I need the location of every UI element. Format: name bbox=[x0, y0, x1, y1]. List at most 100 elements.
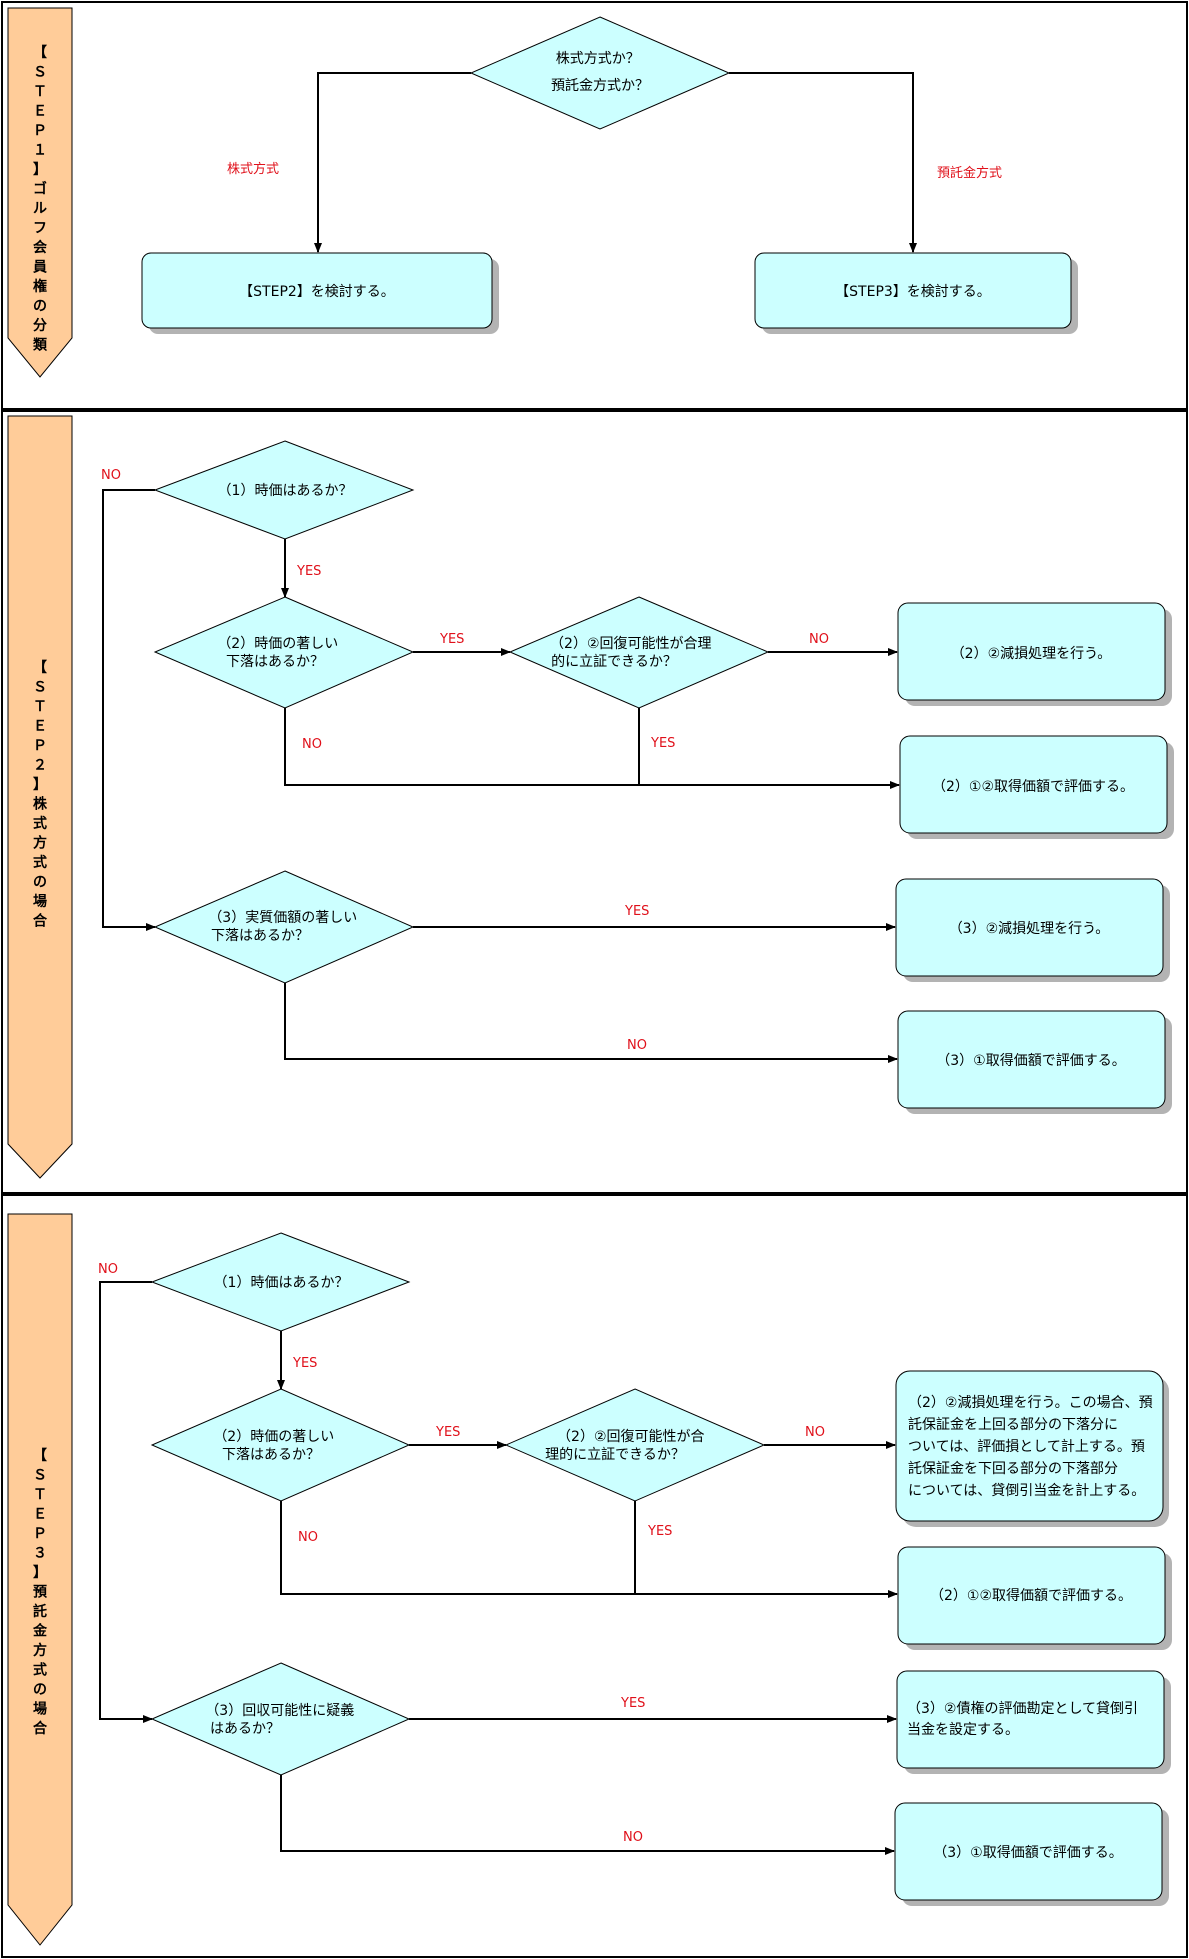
step2-decision-3 bbox=[508, 596, 770, 709]
step3-label-no-2: NO bbox=[805, 1425, 825, 1440]
step1-title-char: ゴ bbox=[33, 181, 47, 198]
step3-label-yes-1: YES bbox=[292, 1356, 317, 1371]
step3-panel bbox=[1, 1194, 1188, 1958]
step2-box-2 bbox=[899, 735, 1168, 834]
step2-label-no-3: NO bbox=[302, 737, 322, 752]
step3-title-char: Ｔ bbox=[33, 1487, 47, 1503]
step2-label-yes-1: YES bbox=[296, 564, 321, 579]
step2-box-1-text: （2）②減損処理を行う。 bbox=[951, 645, 1112, 662]
step3-label-no-1: NO bbox=[98, 1262, 118, 1277]
step1-decision bbox=[469, 16, 731, 130]
step3-label-yes-4: YES bbox=[620, 1696, 645, 1711]
step3-decision-4 bbox=[150, 1662, 411, 1776]
step2-title-char: Ｓ bbox=[33, 680, 47, 696]
step2-title-char: の bbox=[33, 875, 47, 891]
step1-title-char: １ bbox=[33, 143, 47, 159]
step2-decision-2 bbox=[153, 596, 415, 709]
step3-title-char: 】 bbox=[33, 1565, 47, 1581]
step3-decision-1-text: （1）時価はあるか？ bbox=[214, 1275, 349, 1291]
step2-title-char: 式 bbox=[33, 854, 47, 871]
step2-decision-1 bbox=[153, 440, 415, 540]
step1-label-right: 預託金方式 bbox=[937, 165, 1002, 181]
step1-connectors bbox=[314, 72, 917, 253]
step2-decision-4-text: （3）実質価額の著しい 下落はあるか？ bbox=[208, 910, 361, 944]
step3-box-4-text: （3）①取得価額で評価する。 bbox=[933, 1844, 1122, 1861]
step1-title-char: Ｔ bbox=[33, 84, 47, 100]
step3-title-char: 預 bbox=[33, 1585, 48, 1601]
step3-box-3-text: （3）②債権の評価勘定として貸倒引 当金を設定する。 bbox=[907, 1700, 1143, 1738]
step1-title-char: 類 bbox=[32, 338, 48, 354]
step3-title-char: Ｓ bbox=[33, 1468, 47, 1484]
step1-label-left: 株式方式 bbox=[227, 161, 279, 177]
step1-panel bbox=[1, 1, 1188, 410]
step2-title-char: 式 bbox=[33, 815, 47, 832]
step2-box-4 bbox=[897, 1010, 1166, 1109]
step2-title-char: Ｅ bbox=[33, 719, 47, 735]
step3-connectors bbox=[99, 1281, 898, 1855]
step3-box-2-text: （2）①②取得価額で評価する。 bbox=[930, 1587, 1132, 1604]
step1-title-char: 【 bbox=[33, 45, 47, 61]
step3-decision-1 bbox=[150, 1232, 411, 1332]
step3-decision-2 bbox=[150, 1388, 411, 1502]
step3-title-char: 【 bbox=[33, 1448, 47, 1464]
step2-title-char: 【 bbox=[33, 660, 47, 676]
step1-box-left-text: 【STEP2】を検討する。 bbox=[239, 284, 395, 300]
step2-decision-1-text: （1）時価はあるか？ bbox=[218, 483, 353, 499]
step3-box-4 bbox=[894, 1802, 1163, 1901]
step2-label-yes-3: YES bbox=[650, 736, 675, 751]
step1-box-right bbox=[754, 252, 1072, 329]
step1-title-char: 分 bbox=[33, 318, 47, 334]
step3-banner bbox=[7, 1213, 73, 1946]
step1-box-right-text: 【STEP3】を検討する。 bbox=[835, 284, 991, 300]
step2-box-1 bbox=[897, 602, 1166, 701]
step3-title-char: 合 bbox=[33, 1720, 48, 1737]
step2-title-char: Ｔ bbox=[33, 699, 47, 715]
step1-title-char: 権 bbox=[33, 278, 47, 295]
step2-banner bbox=[7, 415, 73, 1179]
step3-label-yes-2: YES bbox=[435, 1425, 460, 1440]
step2-label-yes-4: YES bbox=[624, 904, 649, 919]
step2-title-char: 】 bbox=[33, 777, 47, 793]
step3-decision-4-text: （3）回収可能性に疑義 はあるか？ bbox=[205, 1702, 358, 1737]
step2-title-char: 方 bbox=[33, 835, 47, 852]
step1-title-char: ル bbox=[33, 201, 47, 217]
step2-label-no-2: NO bbox=[809, 632, 829, 647]
step1-title-char: 員 bbox=[32, 260, 47, 276]
step2-label-no-4: NO bbox=[627, 1038, 647, 1053]
step1-title-char: フ bbox=[33, 221, 47, 237]
step3-box-2 bbox=[897, 1546, 1166, 1645]
step3-title-char: 場 bbox=[33, 1701, 47, 1718]
step1-title-char: Ｐ bbox=[33, 123, 47, 139]
step2-title-char: Ｐ bbox=[33, 738, 47, 754]
step1-box-left bbox=[141, 252, 493, 329]
step2-panel bbox=[1, 410, 1188, 1194]
step1-banner bbox=[7, 7, 73, 378]
step2-box-3-text: （3）②減損処理を行う。 bbox=[949, 920, 1110, 937]
step2-decision-4 bbox=[153, 870, 415, 984]
step3-title-char: 方 bbox=[33, 1642, 47, 1659]
step2-title-char: 合 bbox=[33, 913, 48, 930]
step2-decision-3-text: （2）②回復可能性が合理 的に立証できるか？ bbox=[550, 635, 716, 670]
step2-title-char: 場 bbox=[33, 893, 47, 910]
step1-title-char: の bbox=[33, 299, 47, 315]
step2-box-4-text: （3）①取得価額で評価する。 bbox=[936, 1052, 1125, 1069]
step3-label-no-3: NO bbox=[298, 1530, 318, 1545]
step3-decision-3 bbox=[504, 1388, 766, 1502]
step3-title-char: ３ bbox=[33, 1546, 47, 1562]
step2-title-char: 株 bbox=[33, 796, 48, 813]
step3-decision-2-text: （2）時価の著しい 下落はあるか？ bbox=[213, 1429, 338, 1463]
step3-label-yes-3: YES bbox=[647, 1524, 672, 1539]
step3-box-1-text: （2）②減損処理を行う。この場合、預 託保証金を上回る部分の下落分に ついては、… bbox=[908, 1394, 1157, 1499]
step2-label-no-1: NO bbox=[101, 468, 121, 483]
step3-decision-3-text: （2）②回復可能性が合 理的に立証できるか？ bbox=[545, 1428, 709, 1463]
step2-connectors bbox=[102, 489, 900, 1063]
step3-title-char: 金 bbox=[32, 1623, 48, 1640]
step3-title-char: Ｐ bbox=[33, 1526, 47, 1542]
step2-box-3 bbox=[895, 878, 1164, 977]
step1-title-char: Ｓ bbox=[33, 65, 47, 81]
step2-decision-2-text: （2）時価の著しい 下落はあるか？ bbox=[217, 636, 342, 670]
step1-title-char: Ｅ bbox=[33, 104, 47, 120]
